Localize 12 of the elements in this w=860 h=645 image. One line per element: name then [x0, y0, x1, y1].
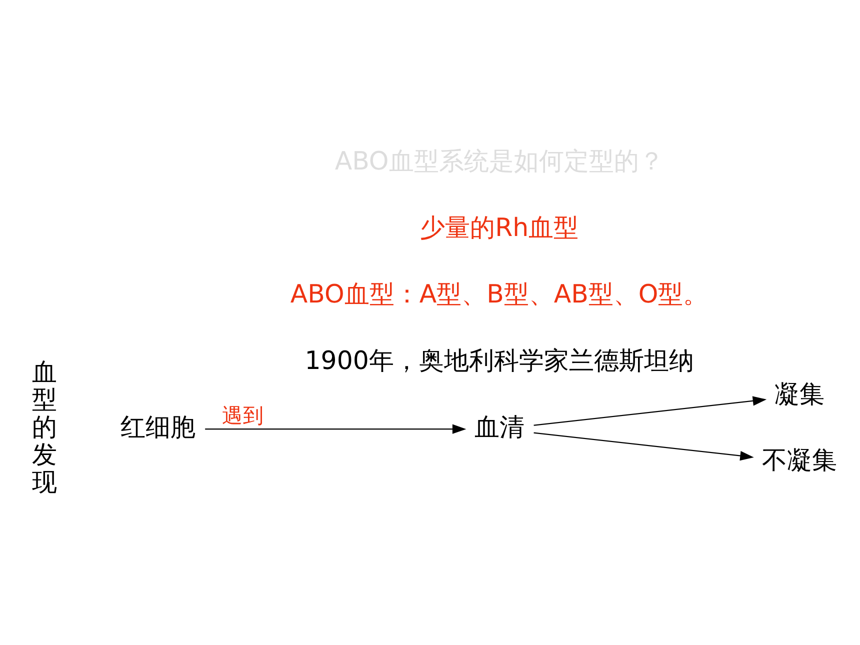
- node-text: 血清: [474, 412, 524, 442]
- edge-label: 遇到: [222, 404, 264, 428]
- label: ABO血型：A型、B型、AB型、O型。: [290, 280, 708, 309]
- label: 1900年，奥地利科学家兰德斯坦纳: [304, 346, 694, 376]
- label: 少量的Rh血型: [420, 213, 579, 242]
- arrow: [534, 396, 767, 426]
- label: 血型的发现: [32, 357, 57, 496]
- node-text: 红细胞: [120, 412, 196, 442]
- node-text: 凝集: [774, 379, 825, 408]
- arrow: [534, 432, 754, 461]
- arrow: [205, 424, 466, 434]
- node-text: 不凝集: [762, 446, 838, 475]
